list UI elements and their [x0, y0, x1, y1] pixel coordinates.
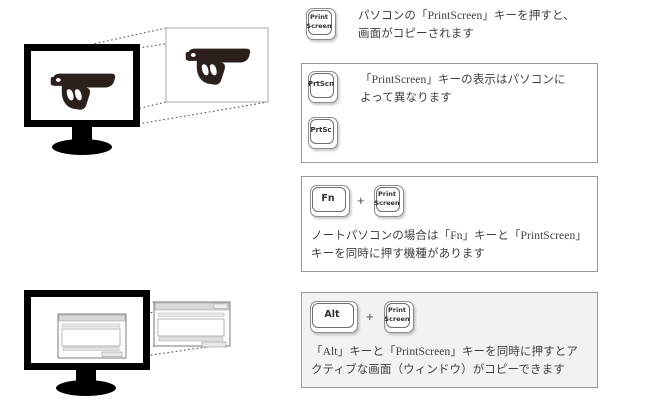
key-fn[interactable]: Fn — [310, 185, 350, 217]
block-4-line-2: クティブな画面（ウィンドウ）がコピーできます — [311, 364, 565, 376]
gun-silhouette-screen — [50, 73, 116, 110]
block-3-line-2: キーを同時に押す機種があります — [311, 248, 485, 260]
projection-line-bottom-right — [125, 101, 269, 127]
captured-window-panel — [153, 301, 231, 348]
illustration-window-capture — [18, 276, 288, 396]
block-2-line-1: 「PrintScreen」キーの表示はパソコンに — [360, 74, 566, 86]
gun-silhouette-capture — [185, 48, 251, 85]
keycap-inner — [376, 187, 400, 212]
dialog-window-on-screen — [57, 313, 127, 359]
keycap-inner — [312, 187, 346, 212]
keycap-inner — [386, 303, 410, 328]
monitor-top — [24, 44, 140, 155]
block-3-text: ノートパソコンの場合は「Fn」キーと「PrintScreen」 キーを同時に押す… — [311, 227, 587, 263]
key-print-screen[interactable]: Print Screen — [374, 185, 404, 217]
key-alt[interactable]: Alt — [310, 301, 358, 333]
keycap-inner — [310, 73, 334, 98]
key-prtsc[interactable]: PrtSc — [308, 117, 338, 149]
block-4-line-1: 「Alt」キーと「PrintScreen」キーを同時に押すとア — [311, 346, 578, 358]
key-print-screen[interactable]: Print Screen — [384, 301, 414, 333]
fullscreen-capture-svg — [24, 27, 269, 155]
info-block-key-naming: PrtScn PrtSc 「PrintScreen」キーの表示はパソコンに よっ… — [301, 63, 598, 163]
block-1-line-2: 画面がコピーされます — [358, 28, 474, 40]
block-2-text: 「PrintScreen」キーの表示はパソコンに よって異なります — [360, 71, 566, 107]
combo-plus-sign: + — [357, 193, 365, 208]
keycap-inner — [308, 10, 332, 35]
keycap-inner — [310, 119, 334, 144]
illustration-fullscreen-capture — [18, 14, 288, 174]
window-capture-svg — [24, 290, 231, 396]
block-4-text: 「Alt」キーと「PrintScreen」キーを同時に押すとア クティブな画面（… — [311, 343, 578, 379]
block-2-line-2: よって異なります — [360, 92, 452, 104]
combo-plus-sign: + — [366, 309, 374, 324]
block-1-text: パソコンの「PrintScreen」キーを押すと、 画面がコピーされます — [358, 7, 575, 43]
key-print-screen[interactable]: Print Screen — [306, 8, 336, 40]
key-prtscn[interactable]: PrtScn — [308, 71, 338, 103]
keycap-inner — [312, 303, 354, 328]
block-3-line-1: ノートパソコンの場合は「Fn」キーと「PrintScreen」 — [311, 230, 587, 242]
info-block-print-screen: Print Screen パソコンの「PrintScreen」キーを押すと、 画… — [301, 2, 598, 54]
block-1-line-1: パソコンの「PrintScreen」キーを押すと、 — [358, 10, 575, 22]
info-block-alt-combo: Alt + Print Screen 「Alt」キーと「PrintScreen」… — [301, 292, 598, 388]
info-block-fn-combo: Fn + Print Screen ノートパソコンの場合は「Fn」キーと「Pri… — [301, 176, 598, 272]
